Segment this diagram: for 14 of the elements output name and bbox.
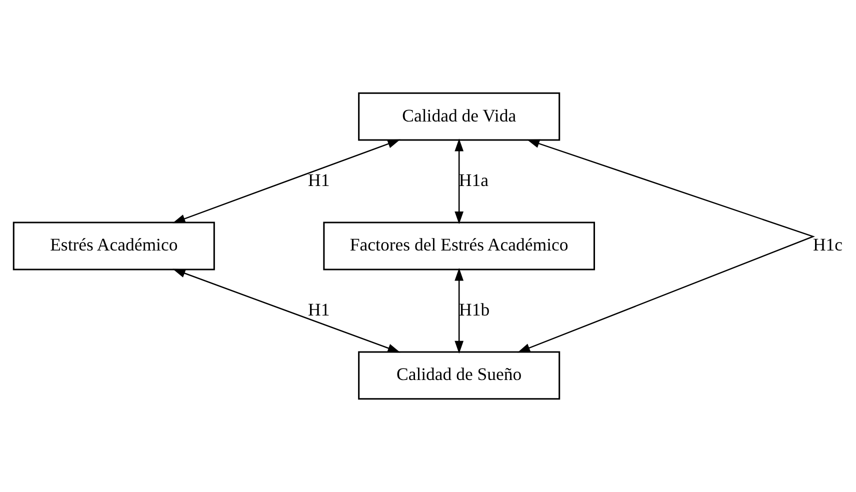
node-box: Estrés Académico [12, 222, 215, 270]
edge-label: H1a [458, 170, 488, 190]
edge-label: H1 [308, 299, 330, 320]
edge-label: H1c [812, 234, 843, 255]
arrow [454, 138, 464, 224]
node-box: Calidad de Sueño [358, 351, 560, 400]
node-box: Calidad de Vida [358, 92, 560, 141]
edge-label: H1b [459, 299, 490, 320]
arrow [454, 268, 464, 354]
arrow [172, 139, 400, 224]
edge-label: H1 [308, 170, 330, 190]
node-box: Factores del Estrés Académico [323, 222, 596, 270]
arrow [517, 139, 814, 353]
arrow [172, 268, 400, 353]
